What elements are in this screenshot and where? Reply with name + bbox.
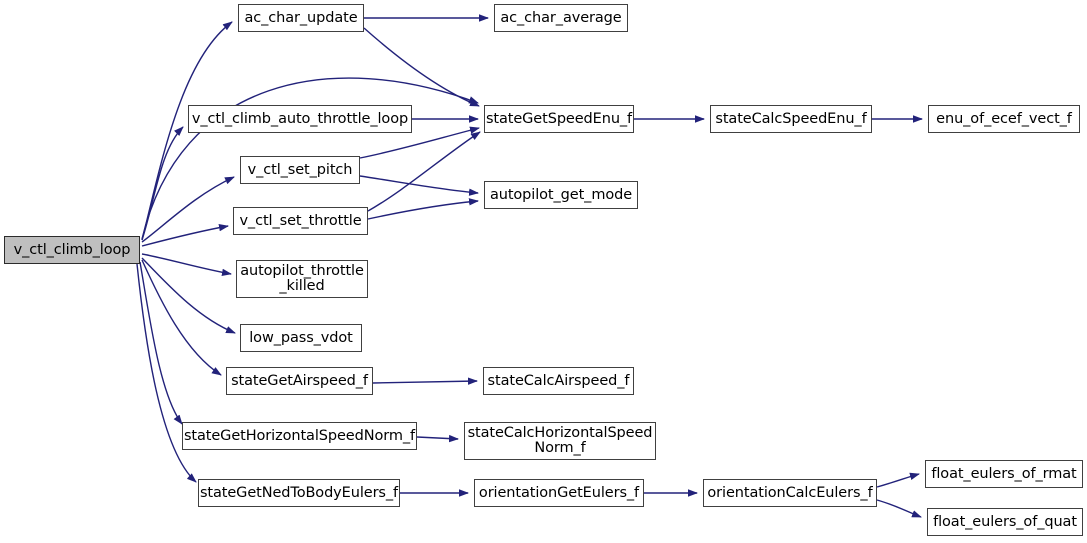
node-low_pass_vdot[interactable]: low_pass_vdot: [240, 324, 362, 352]
edge-v_ctl_climb_loop-to-autopilot_throttle_killed: [141, 253, 232, 277]
edge-v_ctl_climb_loop-to-stateGetAirspeed_f: [141, 259, 222, 376]
node-orientationCalcEulers_f[interactable]: orientationCalcEulers_f: [703, 479, 877, 507]
node-label: low_pass_vdot: [249, 329, 353, 346]
node-label: ac_char_average: [500, 9, 622, 26]
edge-v_ctl_set_throttle-to-autopilot_get_mode: [367, 198, 479, 220]
node-orientationGetEulers_f[interactable]: orientationGetEulers_f: [474, 479, 644, 507]
node-stateGetHorizontalSpeedNorm_f[interactable]: stateGetHorizontalSpeedNorm_f: [182, 422, 417, 450]
edge-v_ctl_climb_loop-to-low_pass_vdot: [141, 257, 236, 334]
node-ac_char_average[interactable]: ac_char_average: [494, 4, 628, 32]
node-autopilot_get_mode[interactable]: autopilot_get_mode: [484, 181, 638, 209]
node-label: stateCalcSpeedEnu_f: [715, 110, 867, 127]
edge-ac_char_update-to-stateGetSpeedEnu_f: [363, 27, 480, 107]
node-label: stateGetNedToBodyEulers_f: [199, 484, 399, 501]
node-label: orientationGetEulers_f: [478, 484, 640, 501]
node-stateGetSpeedEnu_f[interactable]: stateGetSpeedEnu_f: [484, 105, 634, 133]
edge-orientationCalcEulers_f-to-float_eulers_of_quat: [876, 499, 922, 518]
node-label: autopilot_throttle_killed: [240, 263, 364, 294]
node-stateCalcSpeedEnu_f[interactable]: stateCalcSpeedEnu_f: [710, 105, 872, 133]
node-float_eulers_of_rmat[interactable]: float_eulers_of_rmat: [925, 460, 1083, 488]
node-stateGetAirspeed_f[interactable]: stateGetAirspeed_f: [226, 367, 373, 395]
node-label: stateGetAirspeed_f: [231, 372, 368, 389]
node-label: float_eulers_of_rmat: [931, 465, 1077, 482]
node-v_ctl_set_throttle[interactable]: v_ctl_set_throttle: [233, 207, 368, 235]
node-v_ctl_set_pitch[interactable]: v_ctl_set_pitch: [240, 156, 360, 184]
edges-group: [136, 14, 923, 518]
node-float_eulers_of_quat[interactable]: float_eulers_of_quat: [927, 508, 1083, 536]
node-label: enu_of_ecef_vect_f: [936, 110, 1072, 127]
node-label: v_ctl_set_pitch: [247, 161, 353, 178]
node-label: v_ctl_climb_auto_throttle_loop: [191, 110, 409, 127]
node-stateCalcAirspeed_f[interactable]: stateCalcAirspeed_f: [483, 367, 634, 395]
edge-stateGetHorizontalSpeedNorm_f-to-stateCalcHorizontalSpeedNorm_f: [416, 434, 459, 443]
edge-v_ctl_set_pitch-to-stateGetSpeedEnu_f: [359, 126, 480, 159]
edge-v_ctl_set_throttle-to-stateGetSpeedEnu_f: [367, 131, 481, 212]
node-label: stateCalcAirspeed_f: [487, 372, 630, 389]
node-v_ctl_climb_loop[interactable]: v_ctl_climb_loop: [4, 236, 140, 264]
node-ac_char_update[interactable]: ac_char_update: [238, 4, 364, 32]
edge-v_ctl_climb_loop-to-stateGetSpeedEnu_f: [141, 77, 479, 240]
node-autopilot_throttle_killed[interactable]: autopilot_throttle_killed: [236, 260, 368, 298]
edge-v_ctl_climb_loop-to-ac_char_update: [141, 21, 233, 241]
node-label: autopilot_get_mode: [489, 186, 633, 203]
edge-orientationCalcEulers_f-to-float_eulers_of_rmat: [876, 472, 920, 488]
edge-v_ctl_climb_loop-to-v_ctl_set_pitch: [141, 176, 235, 243]
node-label: ac_char_update: [244, 9, 358, 26]
edge-stateGetAirspeed_f-to-stateCalcAirspeed_f: [372, 377, 478, 385]
node-label: v_ctl_climb_loop: [13, 241, 131, 258]
node-label: stateGetHorizontalSpeedNorm_f: [183, 427, 416, 444]
node-stateGetNedToBodyEulers_f[interactable]: stateGetNedToBodyEulers_f: [198, 479, 400, 507]
edge-v_ctl_set_pitch-to-autopilot_get_mode: [359, 175, 479, 196]
node-label: stateGetSpeedEnu_f: [485, 110, 633, 127]
edge-v_ctl_climb_loop-to-v_ctl_climb_auto_throttle_loop: [141, 126, 184, 241]
node-enu_of_ecef_vect_f[interactable]: enu_of_ecef_vect_f: [928, 105, 1080, 133]
node-v_ctl_climb_auto_throttle_loop[interactable]: v_ctl_climb_auto_throttle_loop: [188, 105, 412, 133]
node-label: float_eulers_of_quat: [933, 513, 1077, 530]
node-label: orientationCalcEulers_f: [707, 484, 873, 501]
edge-v_ctl_climb_loop-to-v_ctl_set_throttle: [141, 223, 229, 247]
edge-v_ctl_climb_loop-to-stateGetHorizontalSpeedNorm_f: [139, 261, 183, 425]
edge-v_ctl_climb_loop-to-stateGetNedToBodyEulers_f: [136, 263, 197, 483]
node-label: v_ctl_set_throttle: [239, 212, 362, 229]
